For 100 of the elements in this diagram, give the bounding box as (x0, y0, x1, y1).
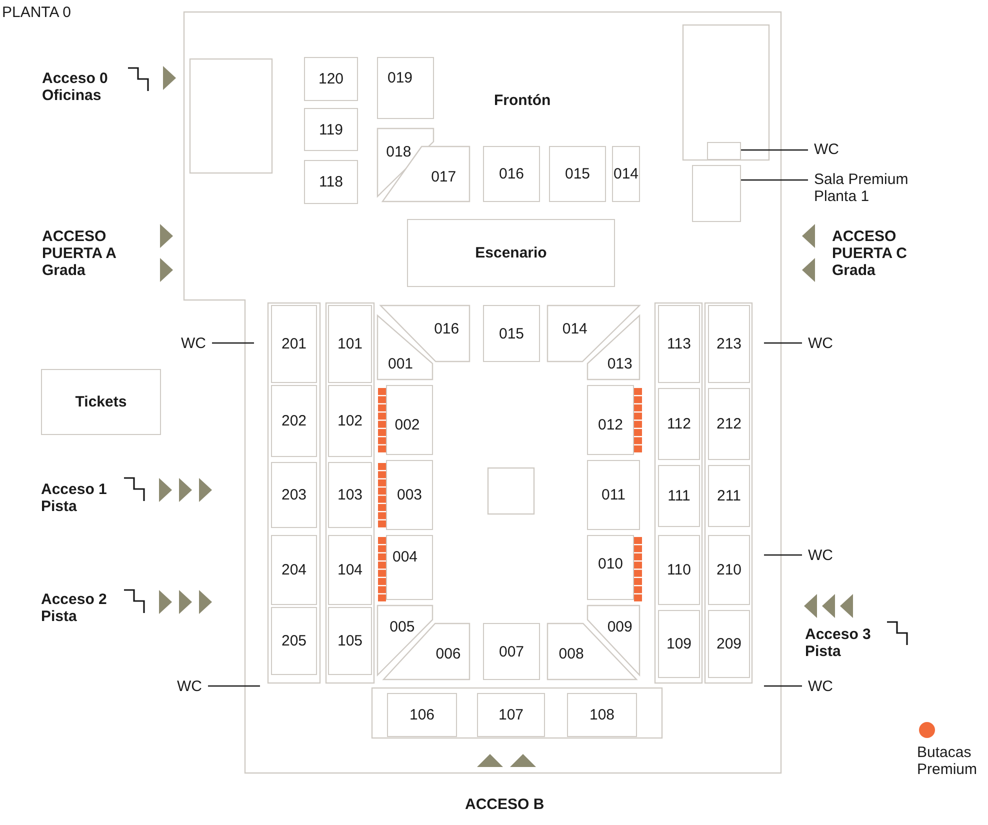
access-label: ACCESO PUERTA C Grada (832, 228, 908, 279)
section-number: 007 (498, 643, 524, 660)
seating-section (547, 623, 637, 680)
access-label: Acceso 1 Pista (41, 481, 108, 515)
section-number: 014 (613, 166, 639, 182)
seating-section (658, 535, 700, 605)
floor-title: PLANTA 0 (2, 4, 71, 21)
hall-name: Frontón (494, 92, 551, 109)
seating-section (377, 57, 434, 119)
section-number: 112 (667, 416, 691, 432)
section-number: 212 (716, 416, 742, 432)
section-number: 015 (564, 166, 590, 182)
area-box (407, 219, 615, 287)
section-number: 002 (394, 416, 420, 434)
seating-section (387, 693, 457, 737)
seating-section (271, 535, 317, 605)
section-number: 211 (717, 488, 741, 504)
section-number: 105 (337, 632, 363, 650)
wc-label: WC (802, 547, 839, 564)
seating-section (587, 535, 634, 600)
section-number: 120 (318, 70, 344, 88)
section-number: 004 (392, 548, 418, 566)
access-label: ACCESO PUERTA A Grada (42, 228, 117, 279)
section-number: 106 (409, 706, 435, 724)
seating-section (587, 460, 640, 530)
wc-label: Sala Premium Planta 1 (808, 171, 932, 205)
seating-section (658, 388, 700, 460)
seating-section (328, 535, 372, 605)
section-number: 001 (388, 356, 414, 373)
seating-section (483, 623, 540, 680)
area-name: Tickets (75, 394, 127, 410)
seating-section (304, 160, 358, 204)
section-number: 110 (667, 562, 691, 578)
seating-section (271, 305, 317, 383)
section-number: 012 (598, 416, 624, 434)
section-number: 014 (562, 320, 588, 338)
wc-label: WC (808, 141, 845, 158)
seating-section (708, 535, 750, 605)
seating-section (549, 146, 606, 202)
seating-section (383, 623, 470, 680)
section-number: 018 (386, 143, 412, 160)
seating-section (328, 305, 372, 383)
wc-label: WC (175, 335, 212, 352)
access-label: ACCESO B (465, 796, 544, 813)
seating-section (587, 315, 640, 380)
section-number: 201 (281, 336, 307, 352)
section-number: 104 (337, 562, 363, 578)
section-number: 019 (387, 69, 413, 86)
section-number: 103 (337, 486, 363, 504)
seating-section (477, 693, 545, 737)
area-box (41, 369, 161, 435)
area-name: Escenario (475, 244, 547, 262)
seating-section (328, 607, 372, 675)
section-number: 210 (716, 562, 742, 578)
seating-section (386, 535, 433, 600)
seating-section (612, 146, 640, 202)
seating-section (483, 146, 540, 202)
seating-section (708, 305, 750, 383)
section-number: 209 (716, 636, 742, 652)
section-number: 101 (337, 336, 363, 352)
seating-section (587, 605, 640, 677)
seating-section (658, 465, 700, 527)
seating-section (386, 385, 433, 455)
seating-section (658, 305, 700, 383)
section-number: 118 (319, 174, 343, 190)
section-number: 213 (716, 336, 742, 352)
seating-section (386, 460, 433, 530)
section-number: 109 (666, 636, 692, 652)
seating-section (382, 146, 470, 202)
seating-section (271, 462, 317, 528)
room-outline (692, 165, 741, 222)
seating-section (328, 385, 372, 457)
section-number: 013 (607, 356, 632, 373)
section-number: 010 (598, 556, 624, 573)
section-number: 119 (319, 121, 343, 138)
seating-section (483, 305, 540, 362)
seating-section (587, 385, 634, 455)
seating-section (708, 388, 750, 460)
seating-section (271, 607, 317, 675)
seating-section (377, 605, 433, 677)
seating-section (708, 465, 750, 527)
access-label: Acceso 3 Pista (805, 626, 872, 660)
section-number: 015 (498, 325, 524, 342)
wc-label: WC (171, 678, 208, 695)
access-label: Acceso 0 Oficinas (42, 70, 109, 104)
legend-label: Butacas Premium (917, 744, 978, 778)
section-number: 113 (667, 336, 691, 352)
section-number: 102 (337, 412, 363, 430)
room-outline (707, 142, 741, 160)
wc-label: WC (802, 335, 839, 352)
seating-section (271, 385, 317, 457)
seating-section (304, 108, 358, 151)
section-number: 016 (434, 320, 460, 338)
section-number: 111 (668, 488, 690, 504)
section-number: 008 (558, 646, 584, 663)
section-number: 003 (396, 486, 422, 504)
section-number: 009 (607, 618, 632, 636)
seating-section (328, 462, 372, 528)
section-number: 204 (281, 562, 307, 578)
section-number: 205 (281, 632, 307, 650)
